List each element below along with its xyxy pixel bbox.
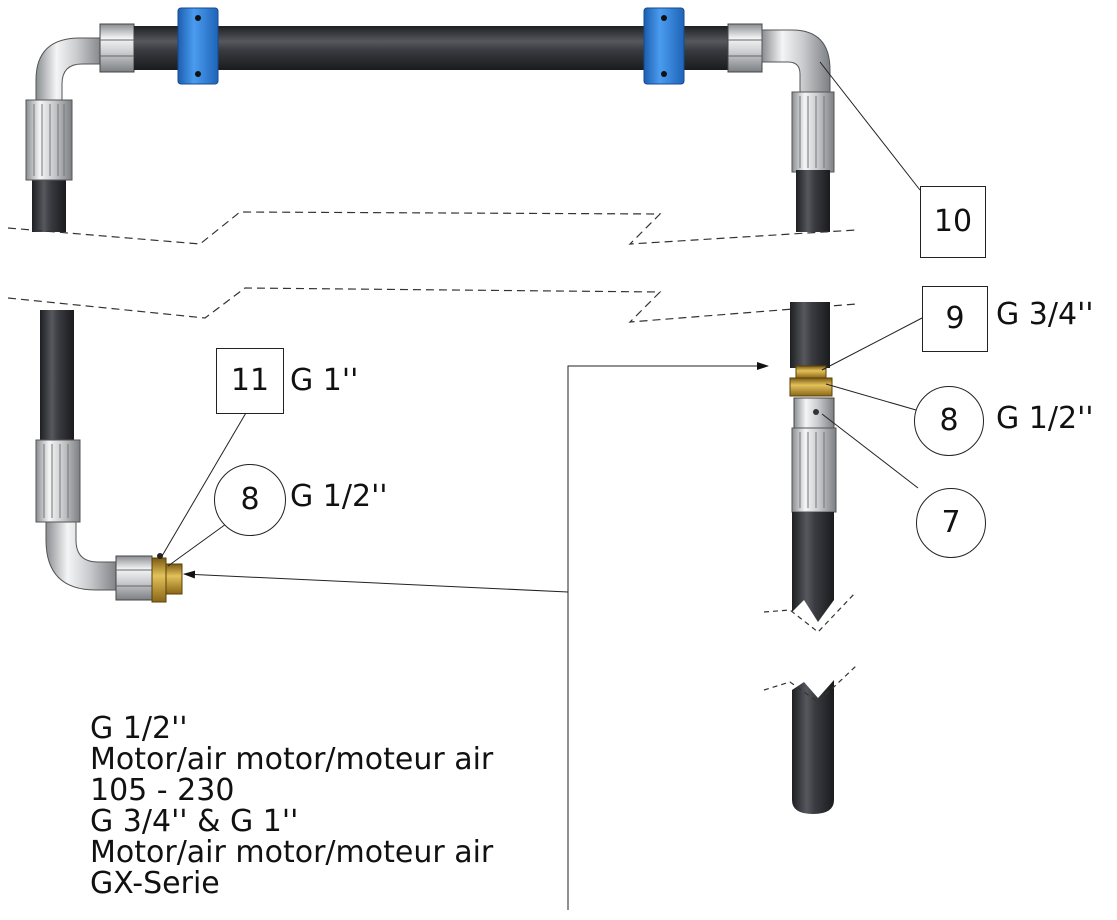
crimp-sleeve [791,427,837,513]
elbow-fitting [35,37,105,101]
callout-circle-item-8-left: 8 [214,464,286,536]
thread-size-label: G 1/2'' [996,401,1094,436]
pipe-clamp [643,7,685,85]
callout-circle-item-7: 7 [916,488,986,558]
callout-number: 8 [939,403,959,438]
callout-number: 8 [240,482,260,517]
brass-nipple-item-9 [795,365,827,379]
connection-note: G 1/2'' Motor/air motor/moteur air 105 -… [90,713,493,899]
callout-circle-item-8-right: 8 [914,386,984,456]
thread-size-label: G 1'' [290,363,359,398]
brass-nipple [165,563,183,595]
callout-box-item-11: 11 [216,348,284,414]
elbow-fitting-item-10 [761,29,831,93]
crimp-sleeve [791,91,835,173]
brass-hex-item-8 [789,377,833,397]
hose-horizontal [134,26,730,70]
note-line: Motor/air motor/moteur air [90,835,494,870]
note-line: G 1/2'' [90,711,188,746]
elbow-fitting [45,521,119,591]
note-line: GX-Serie [90,866,220,901]
hose-left-lower [40,310,74,450]
note-line: 105 - 230 [90,773,235,808]
pipe-clamp [177,7,219,85]
hex-nut [115,555,153,601]
note-line: Motor/air motor/moteur air [90,742,494,777]
hex-nut [727,23,763,73]
thread-size-label: G 1/2'' [290,479,388,514]
hose-right-upper [796,170,830,232]
brass-adapter [151,557,167,603]
top-hose-section [25,7,835,232]
thread-size-label: G 3/4'' [996,297,1094,332]
leader-lines [161,61,923,910]
callout-number: 9 [945,301,965,336]
hose-right-lower [790,302,830,368]
callout-number: 11 [230,363,270,398]
note-line: G 3/4'' & G 1'' [90,804,299,839]
crimp-sleeve [35,439,81,523]
callout-number: 10 [933,204,973,239]
hose-right-bottom [792,680,834,814]
callout-number: 7 [941,505,961,540]
hex-nut [99,23,135,73]
crimp-sleeve [25,99,73,181]
lower-left-hose [35,310,183,603]
lower-right-hose [763,302,857,814]
hose-right-mid [792,512,834,622]
callout-box-item-10: 10 [920,186,986,258]
break-lines [7,211,857,323]
callout-box-item-9: 9 [922,286,988,352]
